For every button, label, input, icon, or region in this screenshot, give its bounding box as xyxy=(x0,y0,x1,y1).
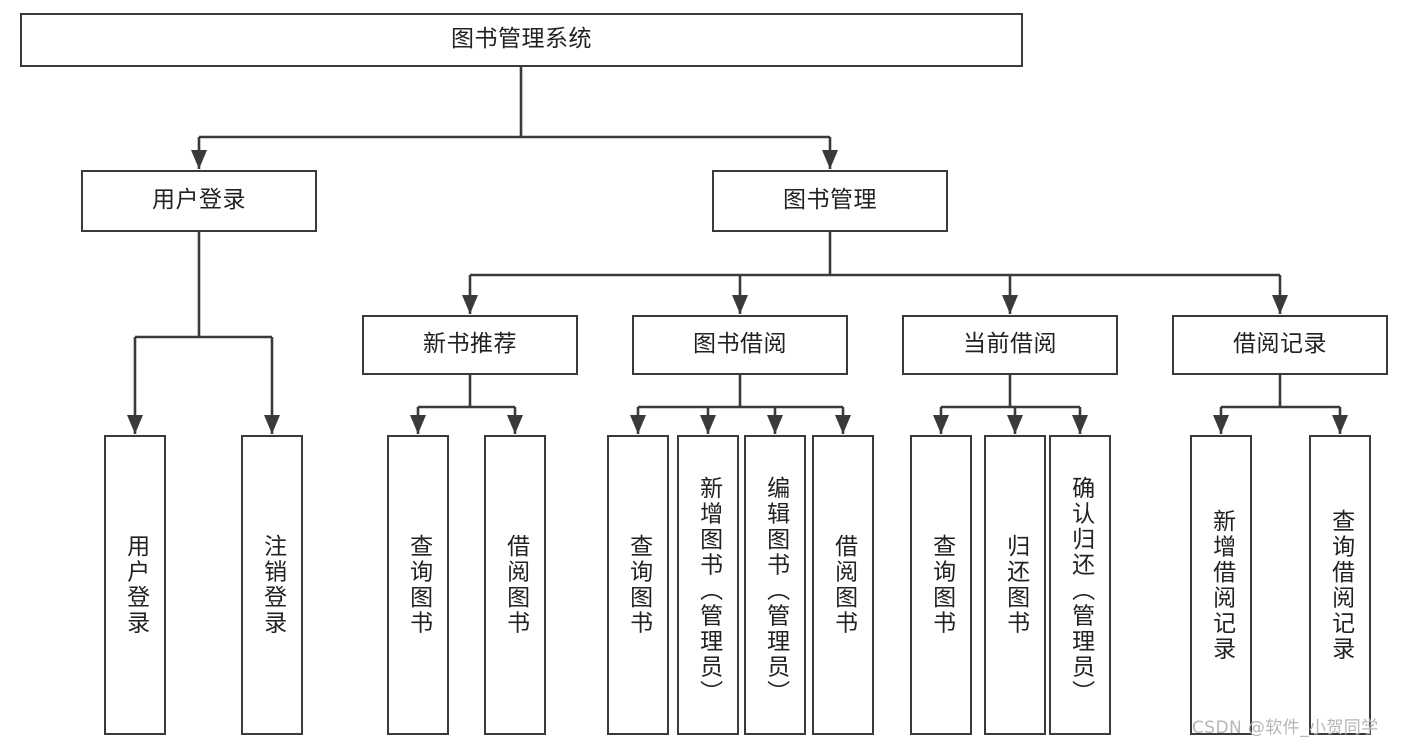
connector-arrowhead-current-to-leaves-2 xyxy=(1072,415,1088,434)
node-label: 用户登录 xyxy=(122,534,149,636)
node-leaf-confirm-return-admin[interactable]: 确认归还（管理员） xyxy=(1049,435,1111,735)
connector-arrowhead-bookmanage-to-level3-1 xyxy=(732,295,748,314)
node-leaf-query-borrow-record[interactable]: 查询借阅记录 xyxy=(1309,435,1371,735)
node-leaf-query-book-3[interactable]: 查询图书 xyxy=(910,435,972,735)
node-user-login[interactable]: 用户登录 xyxy=(81,170,317,232)
connector-arrowhead-root-to-level2-1 xyxy=(822,150,838,169)
node-label: 查询借阅记录 xyxy=(1327,508,1354,662)
node-leaf-user-login[interactable]: 用户登录 xyxy=(104,435,166,735)
node-label: 图书管理 xyxy=(783,187,877,214)
node-book-borrow[interactable]: 图书借阅 xyxy=(632,315,848,375)
node-leaf-borrow-book-2[interactable]: 借阅图书 xyxy=(812,435,874,735)
node-leaf-borrow-book-1[interactable]: 借阅图书 xyxy=(484,435,546,735)
node-label: 借阅图书 xyxy=(830,534,857,636)
node-borrow-record[interactable]: 借阅记录 xyxy=(1172,315,1388,375)
node-label: 归还图书 xyxy=(1002,534,1029,636)
node-label: 借阅记录 xyxy=(1233,331,1327,358)
connector-arrowhead-bookmanage-to-level3-2 xyxy=(1002,295,1018,314)
connector-arrowhead-record-to-leaves-1 xyxy=(1332,415,1348,434)
node-label: 图书借阅 xyxy=(693,331,787,358)
node-label: 当前借阅 xyxy=(963,331,1057,358)
node-label: 查询图书 xyxy=(928,534,955,636)
connector-arrowhead-current-to-leaves-0 xyxy=(933,415,949,434)
connector-arrowhead-borrow-to-leaves-1 xyxy=(700,415,716,434)
node-label: 编辑图书（管理员） xyxy=(762,476,789,706)
node-leaf-edit-book-admin[interactable]: 编辑图书（管理员） xyxy=(744,435,806,735)
node-label: 新书推荐 xyxy=(423,331,517,358)
connector-arrowhead-record-to-leaves-0 xyxy=(1213,415,1229,434)
node-leaf-query-book-1[interactable]: 查询图书 xyxy=(387,435,449,735)
node-leaf-logout[interactable]: 注销登录 xyxy=(241,435,303,735)
node-new-book-recommend[interactable]: 新书推荐 xyxy=(362,315,578,375)
node-label: 用户登录 xyxy=(152,187,246,214)
csdn-watermark: CSDN @软件_小贺同学 xyxy=(1192,718,1379,738)
node-label: 确认归还（管理员） xyxy=(1067,476,1094,706)
node-book-manage[interactable]: 图书管理 xyxy=(712,170,948,232)
node-leaf-return-book[interactable]: 归还图书 xyxy=(984,435,1046,735)
connector-arrowhead-recommend-to-leaves-0 xyxy=(410,415,426,434)
connector-arrowhead-root-to-level2-0 xyxy=(191,150,207,169)
connector-arrowhead-userlogin-to-leaves-1 xyxy=(264,415,280,434)
node-current-borrow[interactable]: 当前借阅 xyxy=(902,315,1118,375)
node-label: 新增借阅记录 xyxy=(1208,508,1235,662)
connector-arrowhead-recommend-to-leaves-1 xyxy=(507,415,523,434)
connector-arrowhead-borrow-to-leaves-0 xyxy=(630,415,646,434)
connector-arrowhead-borrow-to-leaves-2 xyxy=(767,415,783,434)
connector-arrowhead-borrow-to-leaves-3 xyxy=(835,415,851,434)
connector-arrowhead-bookmanage-to-level3-3 xyxy=(1272,295,1288,314)
node-leaf-add-book-admin[interactable]: 新增图书（管理员） xyxy=(677,435,739,735)
connector-arrowhead-bookmanage-to-level3-0 xyxy=(462,295,478,314)
node-label: 借阅图书 xyxy=(502,534,529,636)
node-label: 查询图书 xyxy=(625,534,652,636)
node-leaf-query-book-2[interactable]: 查询图书 xyxy=(607,435,669,735)
node-label: 图书管理系统 xyxy=(451,26,592,53)
node-label: 新增图书（管理员） xyxy=(695,476,722,706)
node-leaf-add-borrow-record[interactable]: 新增借阅记录 xyxy=(1190,435,1252,735)
node-label: 查询图书 xyxy=(405,534,432,636)
node-root[interactable]: 图书管理系统 xyxy=(20,13,1023,67)
node-label: 注销登录 xyxy=(259,534,286,636)
connector-arrowhead-userlogin-to-leaves-0 xyxy=(127,415,143,434)
connector-arrowhead-current-to-leaves-1 xyxy=(1007,415,1023,434)
